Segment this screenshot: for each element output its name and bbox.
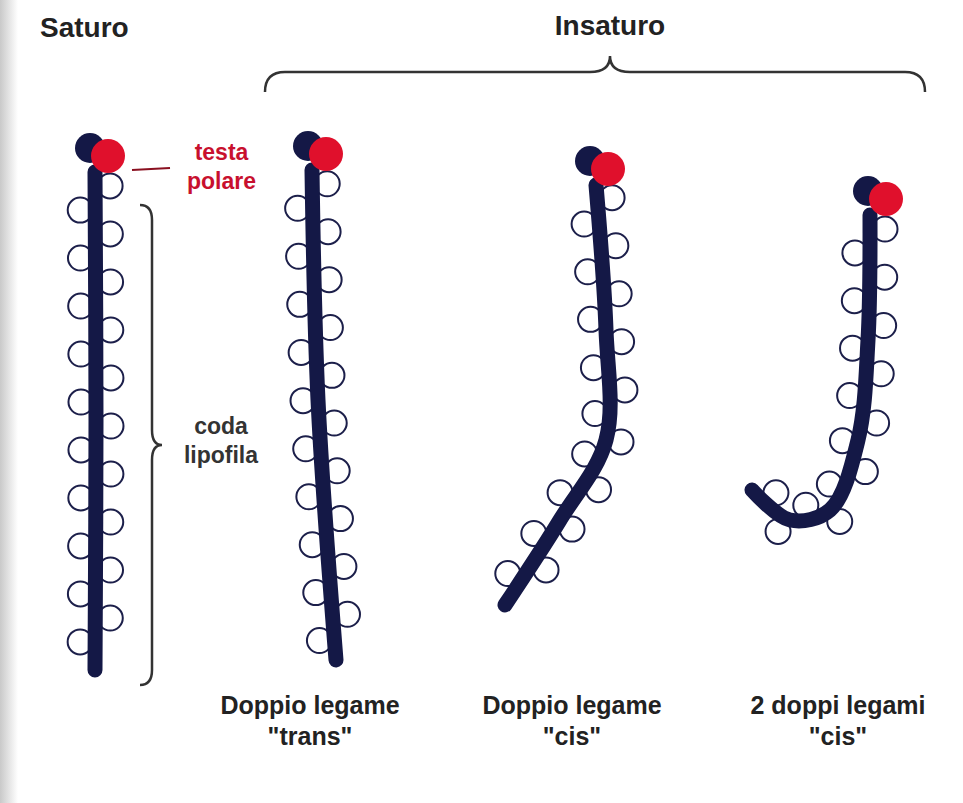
carbon-backbone (95, 172, 96, 670)
fatty-acid-chain (285, 131, 360, 660)
type-caption: Doppio legame "cis" (472, 690, 672, 753)
type-caption: 2 doppi legami "cis" (738, 690, 938, 753)
carbon-backbone (752, 215, 870, 521)
leader-line (132, 168, 170, 170)
type-caption: Doppio legame "trans" (210, 690, 410, 753)
part-label: coda lipofila (166, 412, 276, 470)
polar-head (869, 182, 903, 216)
group-brace (265, 56, 925, 92)
fatty-acid-chain (495, 146, 637, 605)
carbon-backbone (312, 170, 336, 660)
fatty-acid-chain (752, 176, 903, 544)
polar-head (591, 152, 625, 186)
group-title: Insaturo (540, 8, 680, 43)
slide-edge (0, 0, 18, 803)
group-title: Saturo (40, 10, 180, 45)
carbon-backbone (505, 185, 610, 605)
part-label: testa polare (174, 138, 269, 196)
tail-bracket (140, 205, 162, 685)
polar-head (309, 137, 343, 171)
polar-head (91, 139, 125, 173)
fatty-acid-chain (68, 133, 125, 670)
